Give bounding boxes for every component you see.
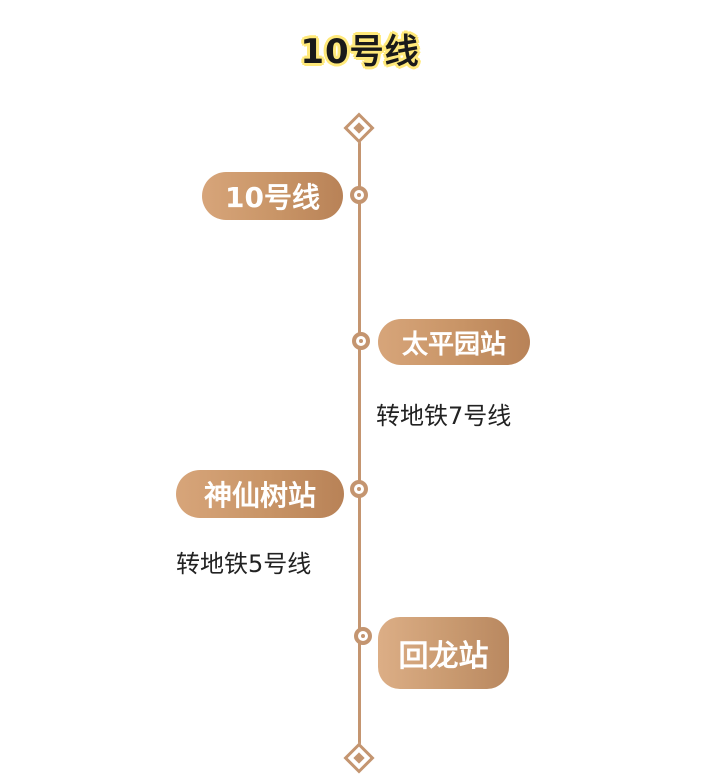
timeline-node-icon (350, 186, 368, 204)
station-label: 太平园站 (401, 329, 506, 360)
page-title: 10号线 (0, 24, 720, 73)
station-pill-shenxianshu: 神仙树站 (176, 470, 344, 518)
station-label: 10号线 (225, 181, 320, 214)
timeline-node-icon (352, 332, 370, 350)
transfer-note-line5: 转地铁5号线 (176, 550, 312, 578)
timeline-line (358, 140, 361, 750)
title-text: 10号线 (300, 32, 420, 72)
timeline-node-icon (350, 480, 368, 498)
transfer-note-line7: 转地铁7号线 (376, 402, 512, 430)
diamond-end-icon (343, 742, 375, 774)
station-label: 神仙树站 (203, 479, 316, 512)
timeline-node-icon (354, 627, 372, 645)
station-label: 回龙站 (398, 639, 489, 674)
station-pill-taipingyuan: 太平园站 (378, 319, 530, 365)
diamond-start-icon (343, 112, 375, 144)
station-pill-huilong: 回龙站 (378, 617, 509, 689)
station-pill-line10: 10号线 (202, 172, 343, 220)
